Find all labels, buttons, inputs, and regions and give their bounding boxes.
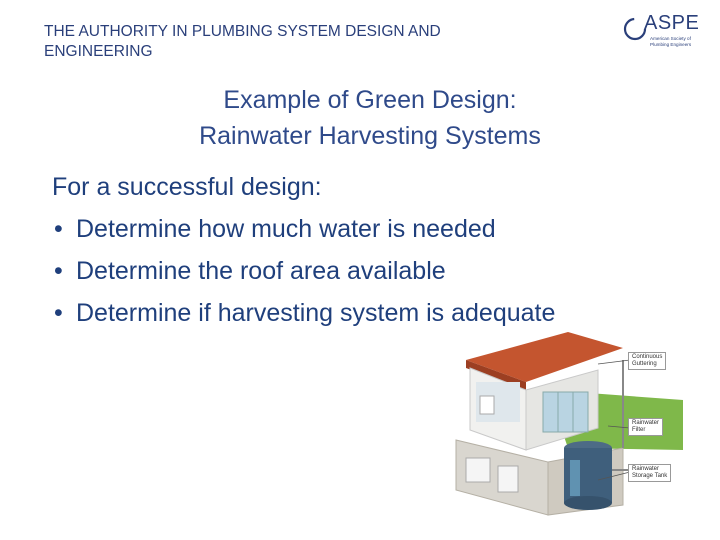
callout-guttering: Continuous Guttering [628, 352, 667, 370]
slide-title: Example of Green Design: Rainwater Harve… [0, 82, 720, 154]
callout-storage-tank: Rainwater Storage Tank [628, 464, 672, 482]
bullet-list: • Determine how much water is needed • D… [52, 208, 632, 334]
intro-text: For a successful design: [52, 173, 322, 201]
header-line-2: ENGINEERING [44, 43, 153, 60]
slide-body: For a successful design: • Determine how… [52, 166, 632, 334]
bullet-item: • Determine if harvesting system is adeq… [52, 292, 632, 334]
header-line-1: THE AUTHORITY IN PLUMBING SYSTEM DESIGN … [44, 23, 441, 40]
logo-tagline-line-2: Plumbing Engineers [650, 41, 692, 47]
aspe-logo: ASPE American Society of Plumbing Engine… [620, 12, 710, 50]
callout-label: Filter [632, 427, 646, 433]
callout-label: Rainwater [632, 466, 660, 472]
organization-header: THE AUTHORITY IN PLUMBING SYSTEM DESIGN … [44, 22, 564, 62]
callout-label: Continuous [632, 354, 663, 360]
house-cutaway-icon [455, 332, 683, 516]
callout-label: Guttering [632, 361, 657, 367]
title-line-2: Rainwater Harvesting Systems [199, 122, 541, 150]
bullet-dot-icon: • [54, 257, 63, 285]
logo-brand: ASPE [644, 12, 700, 34]
rainwater-house-illustration: Continuous Guttering Rainwater Filter Ra… [448, 330, 688, 520]
callout-label: Rainwater [632, 420, 660, 426]
callout-label: Storage Tank [632, 473, 668, 479]
bullet-dot-icon: • [54, 299, 63, 327]
logo-ring-icon [623, 17, 647, 41]
bullet-item: • Determine how much water is needed [52, 208, 632, 250]
bullet-text: Determine how much water is needed [76, 215, 496, 243]
logo-tagline: American Society of Plumbing Engineers [650, 36, 710, 47]
bullet-text: Determine the roof area available [76, 257, 446, 285]
bullet-item: • Determine the roof area available [52, 250, 632, 292]
bullet-text: Determine if harvesting system is adequa… [76, 299, 556, 327]
bullet-dot-icon: • [54, 215, 63, 243]
callout-filter: Rainwater Filter [628, 418, 664, 436]
title-line-1: Example of Green Design: [223, 86, 517, 114]
logo-tagline-line-1: American Society of [650, 36, 691, 41]
